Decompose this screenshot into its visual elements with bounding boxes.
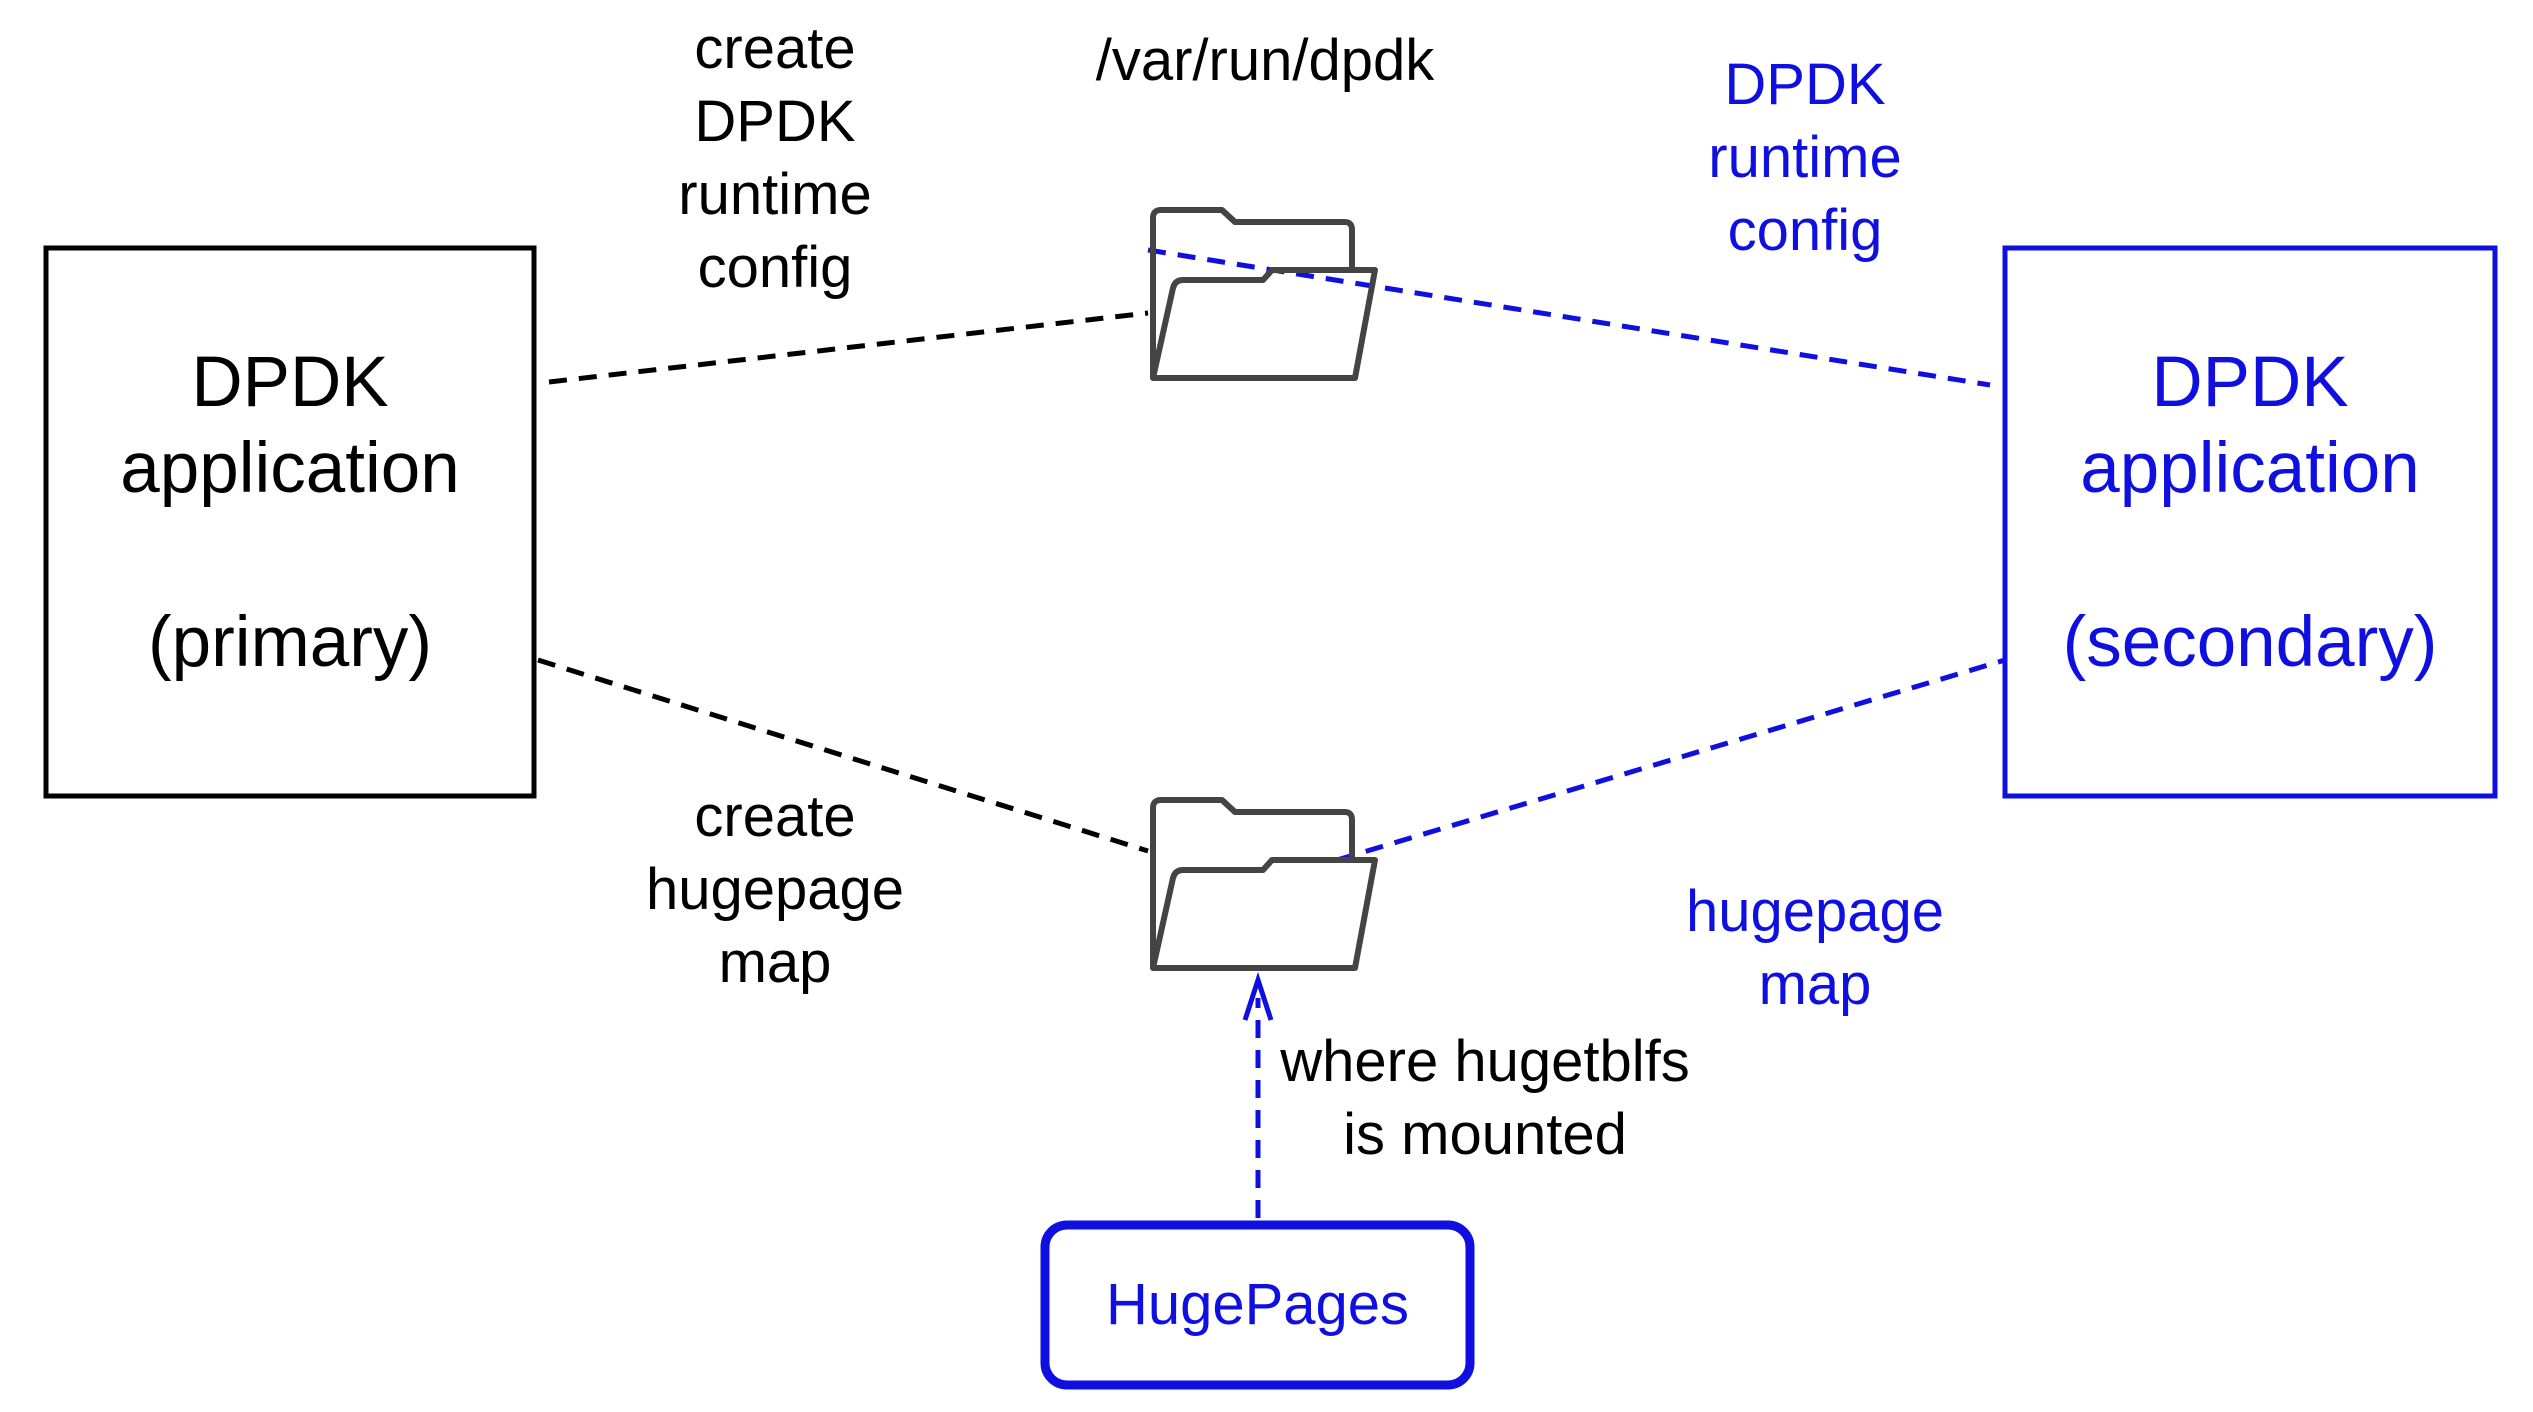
create-hugepage-map-label: create hugepage map xyxy=(590,780,960,999)
primary-to-runtime-folder-line xyxy=(548,310,1149,385)
secondary-runtime-line1: DPDK xyxy=(1724,52,1886,117)
secondary-app-line2: application xyxy=(2080,429,2420,508)
create-runtime-line2: DPDK xyxy=(694,89,856,154)
secondary-hugepage-map-label: hugepage map xyxy=(1630,875,2000,1021)
primary-app-box xyxy=(43,245,537,799)
secondary-hugepage-line2: map xyxy=(1758,952,1872,1017)
mount-point-label: where hugetblfs is mounted xyxy=(1265,1025,1705,1171)
secondary-app-line1: DPDK xyxy=(2151,343,2349,422)
arrow-head-icon xyxy=(1242,971,1274,1021)
create-runtime-line1: create xyxy=(694,16,856,81)
create-hugepage-line1: create xyxy=(694,784,856,849)
primary-app-line2: application xyxy=(120,429,460,508)
create-runtime-line4: config xyxy=(697,235,853,300)
hugepage-folder-icon xyxy=(1150,797,1378,971)
hugepages-box xyxy=(1040,1220,1475,1390)
secondary-to-hugepage-folder-line xyxy=(1336,657,2006,863)
runtime-folder-icon xyxy=(1150,207,1378,381)
secondary-to-runtime-folder-line xyxy=(1147,247,1991,388)
primary-to-hugepage-folder-line xyxy=(537,657,1149,854)
primary-app-label: DPDK application (primary) xyxy=(46,340,534,686)
primary-app-line3: (primary) xyxy=(148,603,432,682)
hugepages-label: HugePages xyxy=(1105,1272,1410,1337)
create-hugepage-line2: hugepage xyxy=(645,857,905,922)
runtime-folder-path-label: /var/run/dpdk xyxy=(1095,28,1435,93)
create-hugepage-line3: map xyxy=(718,930,832,995)
create-runtime-config-label: create DPDK runtime config xyxy=(590,12,960,304)
create-runtime-line3: runtime xyxy=(678,162,872,227)
secondary-hugepage-line1: hugepage xyxy=(1685,879,1945,944)
secondary-runtime-line2: runtime xyxy=(1708,125,1902,190)
secondary-runtime-config-label: DPDK runtime config xyxy=(1620,48,1990,267)
secondary-app-line3: (secondary) xyxy=(2062,603,2438,682)
mount-line1: where hugetblfs xyxy=(1280,1029,1690,1094)
secondary-app-box xyxy=(2002,245,2498,799)
mount-line2: is mounted xyxy=(1343,1102,1627,1167)
primary-app-line1: DPDK xyxy=(191,343,389,422)
secondary-app-label: DPDK application (secondary) xyxy=(2005,340,2495,686)
secondary-runtime-line3: config xyxy=(1727,198,1883,263)
